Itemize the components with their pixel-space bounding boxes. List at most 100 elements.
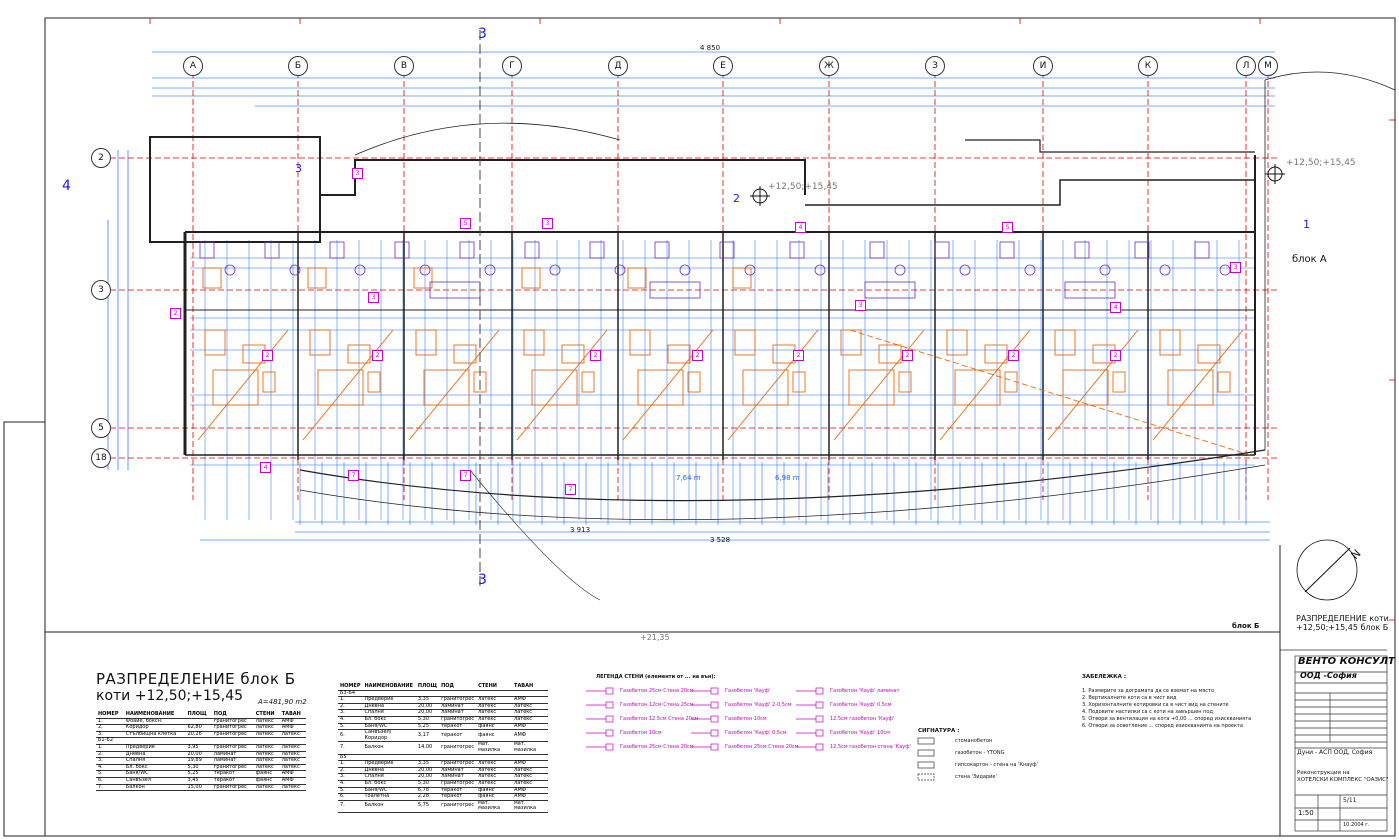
sheet-number: 5/11 — [1343, 797, 1357, 804]
table-row: Б5 — [338, 754, 548, 762]
fixture — [394, 241, 410, 259]
table-header-cell: СТЕНИ — [476, 683, 513, 691]
bathtub — [649, 281, 701, 299]
table-cell: 3,17 — [415, 729, 440, 743]
table-header-cell: НОМЕР — [338, 683, 363, 691]
table-cell: гранитогрес — [211, 725, 254, 732]
row-axis-label: 2 — [91, 148, 111, 168]
bed — [423, 369, 470, 406]
fixture — [264, 241, 280, 259]
bed — [1062, 369, 1109, 406]
table-cell — [476, 690, 513, 698]
sofa — [561, 344, 585, 364]
sofa — [667, 344, 691, 364]
table-cell: 3. — [338, 774, 363, 781]
table-cell: 19,89 — [185, 758, 212, 765]
bed — [637, 369, 684, 406]
table-cell: 7. — [338, 800, 363, 813]
table-header-cell: НАИМЕНОВАНИЕ — [362, 683, 416, 691]
table-cell: 6,78 — [415, 787, 440, 795]
table-cell: 20,00 — [415, 710, 440, 717]
table-cell: ламинат — [439, 710, 477, 717]
room-tag: 2 — [902, 350, 913, 361]
table-cell: теракот — [211, 771, 254, 778]
room-tag: 3 — [368, 292, 379, 303]
table-cell: 5,25 — [415, 723, 440, 731]
table-cell: латекс — [253, 725, 280, 732]
drawing-date: 10.2004 г. — [1343, 822, 1370, 828]
room-tag: 3 — [855, 300, 866, 311]
table-cell: 5. — [338, 723, 363, 731]
door-swing — [939, 329, 1031, 441]
kitchenette — [627, 267, 647, 289]
bed — [212, 369, 259, 406]
table-cell: Б5 — [338, 754, 363, 762]
inner-dimension-grid — [190, 240, 1255, 520]
company-city: ООД -София — [1300, 671, 1357, 680]
wardrobe — [898, 371, 912, 393]
toilet — [959, 264, 971, 276]
furniture — [197, 267, 1251, 456]
armchair — [946, 329, 968, 356]
table-cell: гранитогрес — [211, 744, 254, 752]
room-tag: 2 — [170, 308, 181, 319]
table-row: Б1-Б2 — [96, 738, 306, 745]
wardrobe — [581, 371, 595, 393]
fixture — [1134, 241, 1150, 259]
legend-swatch — [605, 715, 614, 723]
door-swing — [1047, 329, 1139, 441]
table-cell: латекс — [476, 716, 513, 724]
fixture — [524, 241, 540, 259]
table-cell: латекс — [512, 710, 548, 717]
room-tag: 2 — [692, 350, 703, 361]
room-tag: 2 — [262, 350, 273, 361]
door-swing — [727, 329, 819, 441]
table-cell: гранитогрес — [211, 718, 254, 726]
column-axis-label: А — [183, 56, 203, 76]
bottom-dimension: 3 913 — [570, 526, 591, 534]
table-cell: Б1-Б2 — [96, 738, 124, 745]
toilet — [1099, 264, 1111, 276]
room-tag: 2 — [590, 350, 601, 361]
table-cell: АМФ — [512, 787, 548, 795]
table-cell: Балкон — [362, 741, 416, 755]
fixture — [589, 241, 605, 259]
table-cell: Тоалетна — [362, 793, 416, 801]
table-cell: 6. — [338, 729, 363, 743]
table-cell: 15,00 — [185, 784, 212, 792]
legend-swatch — [605, 687, 614, 695]
table-cell: ламинат — [439, 774, 477, 781]
armchair — [204, 329, 226, 356]
room-tag: 5 — [460, 218, 471, 229]
room-tag: 4 — [1110, 302, 1121, 313]
kitchenette — [307, 267, 327, 289]
signature-item: гипсокартон - стена на 'Кнауф' — [955, 762, 1038, 768]
section-mark-3: 3 — [295, 162, 302, 175]
table-cell: 20,00 — [415, 703, 440, 711]
table-cell: АМФ — [279, 771, 306, 778]
table-cell: латекс — [253, 751, 280, 759]
wardrobe — [687, 371, 701, 393]
table-cell: гранитогрес — [439, 696, 477, 704]
sofa — [878, 344, 902, 364]
column-axis-label: Г — [502, 56, 522, 76]
kitchenette — [202, 267, 222, 289]
wardrobe — [262, 371, 276, 393]
table-cell: ламинат — [211, 758, 254, 765]
signature-item: стена 'Зидарие' — [955, 774, 997, 780]
toilet — [289, 264, 301, 276]
table-cell: Баня/WC — [123, 771, 186, 778]
table-cell: АМФ — [512, 793, 548, 801]
fixture — [199, 241, 215, 259]
note-line: 2. Вертикалните коти са в чист вид — [1082, 695, 1177, 701]
sheet-title-2: +12,50;+15,45 блок Б — [1296, 623, 1389, 632]
table-cell: Дневна — [362, 767, 416, 775]
sofa — [347, 344, 371, 364]
legend-item: Газобетон 'Кауф' 2-0,5см — [725, 702, 792, 708]
table-cell: латекс — [476, 774, 513, 781]
table-cell: 14,00 — [415, 741, 440, 755]
